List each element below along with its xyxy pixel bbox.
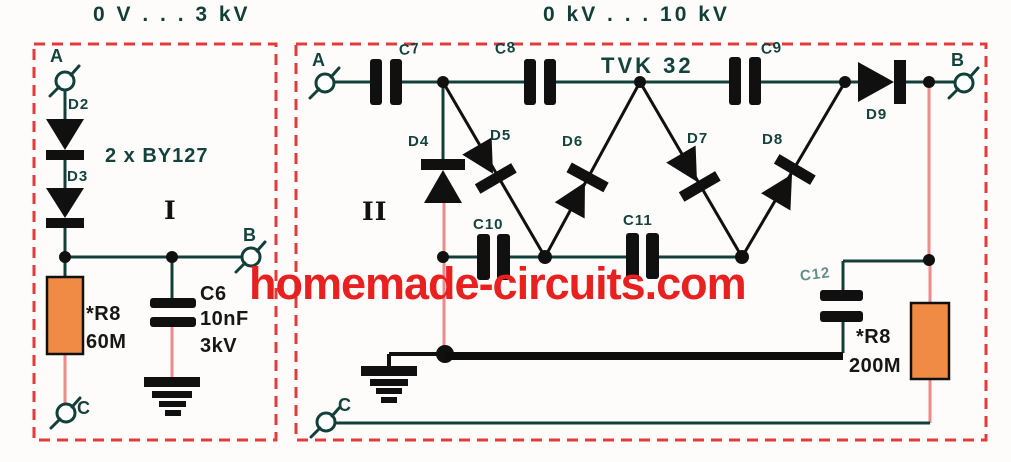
label-tvk32: TVK 32 <box>601 53 694 78</box>
label-d2: D2 <box>68 96 90 113</box>
ground-symbol-circuit1 <box>144 377 200 416</box>
label-terminal-a2: A <box>312 50 326 70</box>
label-r8-name-2: *R8 <box>856 326 891 348</box>
label-d9: D9 <box>866 106 888 123</box>
circuit1-section-label: I <box>164 196 177 225</box>
terminal-b-circuit1 <box>234 240 267 274</box>
terminal-c-circuit2 <box>309 405 342 439</box>
label-c12: C12 <box>799 264 832 285</box>
junction-dot <box>538 250 552 264</box>
resistor-r8-200m <box>909 301 951 381</box>
label-terminal-b1: B <box>243 225 257 245</box>
label-d4: D4 <box>408 133 430 150</box>
diode-d6 <box>554 162 609 219</box>
junction-dot <box>923 254 935 266</box>
diode-d2 <box>46 119 84 160</box>
label-terminal-c1: C <box>77 398 91 418</box>
label-terminal-c2: C <box>338 395 352 415</box>
label-d6: D6 <box>562 133 584 150</box>
watermark-text: homemade-circuits.com <box>249 258 747 309</box>
diode-d8 <box>761 154 816 211</box>
junction-dot <box>437 251 449 263</box>
circuit-1-graphics <box>45 64 267 430</box>
circuit-2-border <box>294 42 988 442</box>
diode-d7 <box>666 145 721 202</box>
capacitor-c6 <box>150 298 196 327</box>
label-c7: C7 <box>398 39 422 60</box>
label-d8: D8 <box>762 131 784 148</box>
junction-dot <box>59 251 71 263</box>
label-d5: D5 <box>490 127 512 144</box>
label-c11: C11 <box>623 212 653 229</box>
label-diode-type-note: 2 x BY127 <box>105 145 209 167</box>
circuit1-title: 0 V . . . 3 kV <box>93 3 251 26</box>
ground-symbol-circuit2 <box>361 352 437 403</box>
label-c6-name: C6 <box>200 283 227 305</box>
terminal-c-circuit1 <box>49 396 82 430</box>
circuit-2-pink-wires <box>442 88 932 423</box>
diode-d3 <box>46 188 84 228</box>
capacitor-c10 <box>477 234 510 280</box>
label-c6-value: 10nF <box>200 308 249 330</box>
label-d7: D7 <box>687 130 709 147</box>
capacitor-c9 <box>729 57 761 105</box>
diode-d9 <box>858 60 906 104</box>
junction-dot <box>923 76 935 88</box>
label-terminal-a1: A <box>50 46 64 66</box>
diode-d4 <box>421 159 465 203</box>
diode-d5 <box>462 137 517 194</box>
circuit-1-border <box>32 42 278 442</box>
circuit2-section-label: II <box>362 197 388 226</box>
circuit-1-wires <box>63 90 242 298</box>
capacitor-c12 <box>820 290 863 322</box>
circuit-1-wires-pink <box>63 327 174 404</box>
circuit-2-graphics <box>308 57 980 439</box>
label-r8-value-2: 200M <box>849 355 902 377</box>
capacitor-c11 <box>626 233 659 279</box>
terminal-b-circuit2 <box>947 66 980 100</box>
label-c9: C9 <box>760 38 784 59</box>
terminal-a-circuit2 <box>308 66 341 100</box>
label-r8-value-1: 60M <box>86 331 127 353</box>
label-terminal-b2: B <box>951 50 965 70</box>
circuit-2-links <box>336 82 930 425</box>
capacitor-c7 <box>370 59 402 105</box>
label-c6-rating: 3kV <box>200 335 238 357</box>
label-r8-name-1: *R8 <box>86 303 121 325</box>
circuit2-title: 0 kV . . . 10 kV <box>543 3 730 26</box>
label-c10: C10 <box>473 216 504 233</box>
junction-dot <box>735 250 749 264</box>
label-d3: D3 <box>67 168 89 185</box>
capacitor-c8 <box>524 59 556 105</box>
label-c8: C8 <box>494 38 518 59</box>
resistor-r8-60m <box>45 275 85 356</box>
junction-dot <box>166 251 178 263</box>
